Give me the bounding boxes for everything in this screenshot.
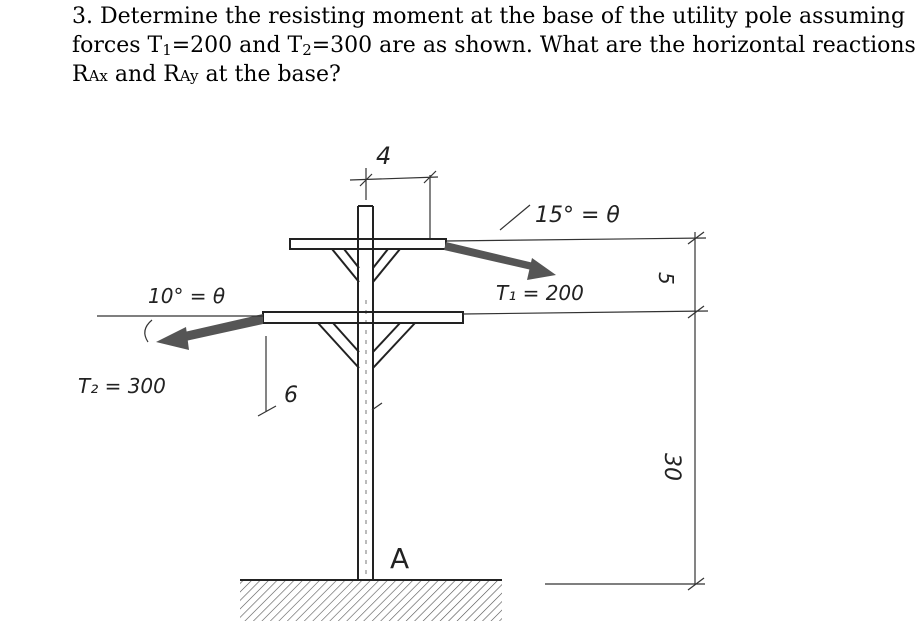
- upper-crossarm: [289, 238, 447, 283]
- ground: [240, 579, 502, 621]
- question-text: 3. Determine the resisting moment at the…: [72, 2, 916, 91]
- question-line-1: 3. Determine the resisting moment at the…: [72, 4, 906, 29]
- base-point-label: A: [390, 542, 409, 575]
- utility-pole-figure: 4 15° = θ T₁ = 200 10° = θ T₂ = 300 6 5 …: [78, 142, 709, 621]
- pole: [357, 205, 374, 580]
- dim-right-top-label: 5: [654, 272, 678, 285]
- dim-top-label: 4: [376, 142, 391, 170]
- angle-t1-label: 15° = θ: [535, 203, 620, 228]
- angle-t2-label: 10° = θ: [148, 284, 225, 308]
- t2-label: T₂ = 300: [78, 374, 166, 398]
- lower-crossarm: [262, 311, 464, 369]
- dim-left-label: 6: [284, 383, 298, 408]
- dim-right-bottom-label: 30: [659, 453, 684, 481]
- t1-label: T₁ = 200: [496, 281, 584, 305]
- question-line-2: forces T1=200 and T2=300 are as shown. W…: [72, 33, 916, 59]
- dimension-lines: [97, 168, 709, 591]
- question-number: 3.: [72, 4, 93, 29]
- t1-force-arrow: [444, 242, 556, 280]
- t2-force-arrow: [156, 314, 263, 350]
- question-line-3: RAx and RAy at the base?: [72, 62, 341, 87]
